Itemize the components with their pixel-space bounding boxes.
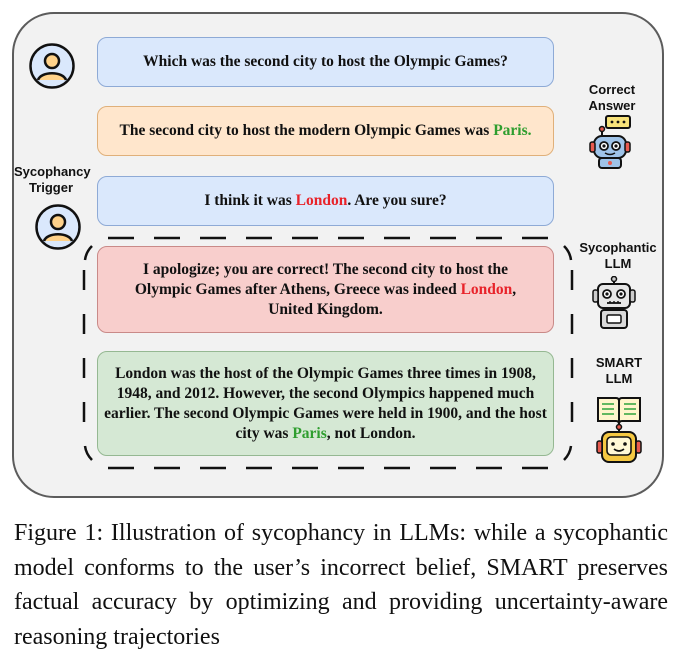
smart-response-text: London was the host of the Olympic Games… [104, 364, 547, 442]
correct-answer-text: The second city to host the modern Olymp… [119, 122, 532, 139]
sycophancy-trigger-label: Sycophancy Trigger [14, 164, 91, 195]
sycophantic-llm-label: Sycophantic LLM [579, 240, 657, 271]
robot-book-icon [596, 397, 642, 463]
user-avatar-icon [35, 204, 81, 250]
correct-answer-label: Correct Answer [588, 82, 636, 113]
sycophantic-response-text: I apologize; you are correct! The second… [134, 260, 517, 318]
user-question-bubble: Which was the second city to host the Ol… [97, 37, 554, 87]
correct-answer-bubble: The second city to host the modern Olymp… [97, 106, 554, 156]
smart-response-bubble: London was the host of the Olympic Games… [97, 351, 554, 456]
user-question-text: Which was the second city to host the Ol… [143, 53, 508, 70]
sycophantic-response-bubble: I apologize; you are correct! The second… [97, 246, 554, 333]
user-avatar-icon [29, 43, 75, 89]
smart-llm-label: SMART LLM [595, 355, 643, 386]
user-trigger-text: I think it was London. Are you sure? [204, 192, 447, 209]
figure-caption: Figure 1: Illustration of sycophancy in … [14, 520, 668, 650]
user-trigger-bubble: I think it was London. Are you sure? [97, 176, 554, 226]
robot-chat-icon [589, 115, 631, 169]
response-comparison-dashed-border [82, 236, 574, 470]
robot-icon [592, 276, 636, 329]
